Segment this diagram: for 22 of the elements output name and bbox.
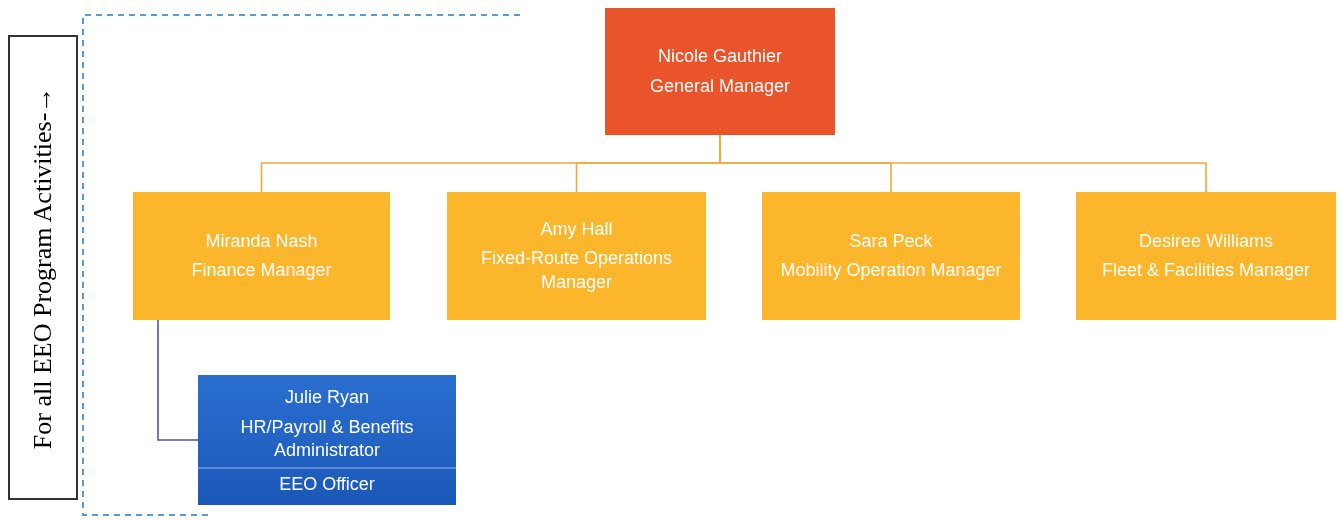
person-name: Sara Peck [849,229,933,253]
manager-box [1076,192,1336,320]
person-name: Julie Ryan [284,386,369,410]
side-note-box [8,35,78,500]
staff-box [198,375,456,505]
person-name: Desiree Williams [1139,229,1273,253]
person-name: Amy Hall [540,217,613,241]
person-name: Nicole Gauthier [657,45,783,69]
job-title: Finance Manager [191,259,332,282]
job-title: EEO Officer [198,467,456,497]
side-note-text: For all EEO Program Activities-→ [27,86,59,449]
manager-box [447,192,706,320]
connector-line [157,319,199,441]
job-title: HR/Payroll & Benefits Administrator [239,415,415,462]
manager-box [605,8,835,135]
person-name: Miranda Nash [205,229,318,253]
job-title: Mobility Operation Manager [780,259,1002,282]
job-title: General Manager [649,74,791,98]
job-title: Fleet & Facilities Manager [1101,259,1311,282]
job-title: Fixed-Route Operations Manager [479,247,674,294]
manager-box [762,192,1020,320]
manager-box [133,192,390,320]
